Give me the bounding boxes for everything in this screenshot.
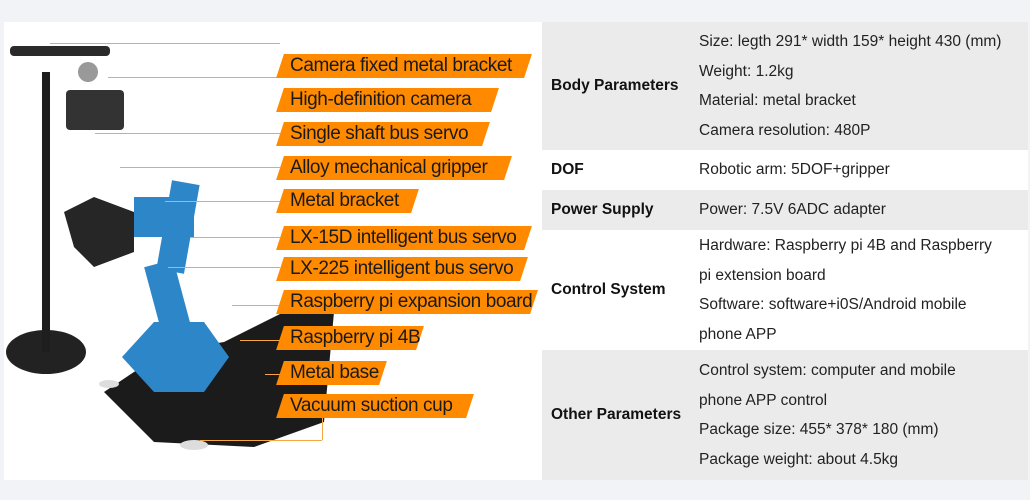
callout-lx225-servo: LX-225 intelligent bus servo — [276, 257, 528, 281]
spec-value: Package weight: about 4.5kg — [699, 450, 899, 468]
spec-values: Hardware: Raspberry pi 4B and Raspberry p… — [693, 230, 1028, 350]
leader-line — [95, 133, 280, 134]
spec-value: Size: legth 291* width 159* height 430 (… — [699, 33, 1002, 50]
callout-camera-bracket: Camera fixed metal bracket — [276, 54, 532, 78]
spec-value: Power: 7.5V 6ADC adapter — [699, 201, 886, 219]
spec-key: Control System — [551, 281, 666, 298]
callout-text: Vacuum suction cup — [290, 395, 453, 416]
spec-table: Body Parameters Size: legth 291* width 1… — [542, 22, 1028, 480]
callout-text: Alloy mechanical gripper — [290, 157, 488, 178]
spec-row-power: Power Supply Power: 7.5V 6ADC adapter — [542, 190, 1028, 230]
leader-line — [240, 340, 280, 341]
callout-text: Metal base — [290, 362, 379, 383]
callout-metal-bracket: Metal bracket — [276, 189, 419, 213]
spec-value: Robotic arm: 5DOF+gripper — [699, 161, 890, 179]
spec-values: Robotic arm: 5DOF+gripper — [693, 150, 1028, 190]
leader-line — [232, 305, 280, 306]
spec-value: phone APP control — [699, 391, 828, 409]
callout-text: Metal bracket — [290, 190, 399, 211]
spec-key: DOF — [551, 161, 584, 178]
callout-text: Raspberry pi expansion board — [290, 291, 533, 312]
spec-value: phone APP — [699, 325, 777, 343]
callout-text: LX-15D intelligent bus servo — [290, 227, 517, 248]
spec-value: pi extension board — [699, 266, 826, 284]
leader-line — [200, 440, 322, 441]
callout-gripper: Alloy mechanical gripper — [276, 156, 512, 180]
spec-values: Control system: computer and mobile phone… — [693, 350, 1028, 480]
callout-metal-base: Metal base — [276, 361, 387, 385]
leader-line — [322, 418, 323, 440]
spec-row-control: Control System Hardware: Raspberry pi 4B… — [542, 230, 1028, 350]
spec-values: Power: 7.5V 6ADC adapter — [693, 190, 1028, 230]
callout-text: Camera fixed metal bracket — [290, 55, 512, 76]
callout-lx15d-servo: LX-15D intelligent bus servo — [276, 226, 532, 250]
spec-value: Hardware: Raspberry pi 4B and Raspberry — [699, 237, 992, 254]
spec-value: Package size: 455* 378* 180 (mm) — [699, 421, 939, 438]
leader-line — [120, 167, 280, 168]
leader-line — [108, 77, 280, 78]
spec-value: Material: metal bracket — [699, 92, 856, 109]
spec-row-other: Other Parameters Control system: compute… — [542, 350, 1028, 480]
spec-row-dof: DOF Robotic arm: 5DOF+gripper — [542, 150, 1028, 190]
leader-line — [50, 43, 280, 44]
spec-value: Software: software+i0S/Android mobile — [699, 296, 967, 313]
callout-text: LX-225 intelligent bus servo — [290, 258, 514, 279]
spec-values: Size: legth 291* width 159* height 430 (… — [693, 22, 1028, 150]
spec-value: Weight: 1.2kg — [699, 62, 794, 80]
spec-key: Power Supply — [551, 201, 654, 218]
callout-text: Raspberry pi 4B — [290, 327, 421, 348]
callout-suction-cup: Vacuum suction cup — [276, 394, 474, 418]
leader-line — [165, 201, 280, 202]
callout-text: High-definition camera — [290, 89, 472, 110]
spec-key: Other Parameters — [551, 406, 682, 423]
callout-single-shaft-servo: Single shaft bus servo — [276, 122, 490, 146]
leader-line — [190, 237, 280, 238]
callout-expansion-board: Raspberry pi expansion board — [276, 290, 538, 314]
callout-raspberry-pi: Raspberry pi 4B — [276, 326, 424, 350]
leader-line — [168, 267, 280, 268]
robot-arm-illustration — [6, 46, 334, 450]
spec-value: Camera resolution: 480P — [699, 121, 871, 139]
spec-value: Control system: computer and mobile — [699, 362, 956, 379]
spec-row-body: Body Parameters Size: legth 291* width 1… — [542, 22, 1028, 150]
spec-key: Body Parameters — [551, 77, 679, 94]
leader-line — [265, 374, 280, 375]
callout-text: Single shaft bus servo — [290, 123, 469, 144]
callout-camera: High-definition camera — [276, 88, 499, 112]
